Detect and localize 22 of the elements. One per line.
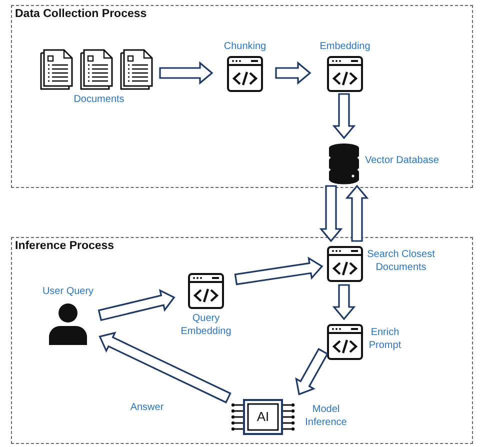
block-arrow [98,289,176,322]
node-label: Documents [72,94,126,106]
node-label: Enrich Prompt [368,327,402,352]
chip-label: AI [256,409,270,426]
block-arrow [275,61,312,85]
node-label: User Query [41,286,95,298]
group-title: Data Collection Process [15,8,147,20]
group-title: Inference Process [15,240,114,252]
block-arrow [319,185,343,242]
block-arrow [332,93,356,140]
node-label: Model Inference [304,404,348,429]
node-label: Chunking [222,41,268,54]
block-arrow [332,284,356,320]
node-label: Embedding [318,41,372,54]
block-arrow [295,348,328,396]
block-arrow [159,61,214,85]
block-arrow [98,332,232,404]
node-label: Vector Database [365,155,440,168]
node-label: Query Embedding [180,313,232,338]
node-label: Search Closest Documents [366,249,436,274]
block-arrow [345,184,369,242]
block-arrow [234,256,324,286]
